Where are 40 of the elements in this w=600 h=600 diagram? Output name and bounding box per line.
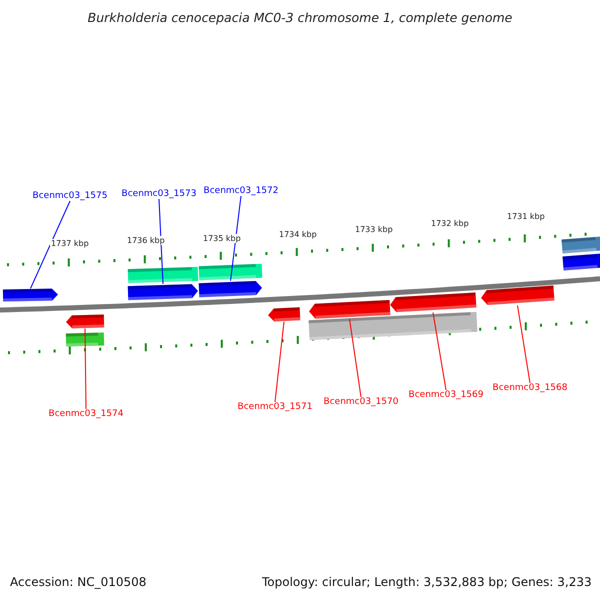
gene-label: Bcenmc03_1573	[122, 189, 196, 199]
gene-label: Bcenmc03_1572	[204, 186, 278, 196]
gene-feature	[309, 300, 390, 319]
leader-line	[30, 200, 70, 289]
gene-block	[562, 236, 600, 254]
gene-feature	[481, 286, 554, 306]
gene-label: Bcenmc03_1569	[408, 390, 484, 400]
leader-line	[274, 321, 284, 402]
gene-label: Bcenmc03_1574	[48, 409, 124, 419]
gene-feature	[66, 314, 104, 328]
gene-feature	[128, 284, 198, 300]
footer-text: Topology: circular; Length: 3,532,883 bp; Genes: 3,233	[262, 575, 592, 589]
gene-feature	[198, 281, 262, 298]
leader-line	[158, 198, 164, 284]
footer-text: Accession: NC_010508	[10, 575, 146, 589]
gene-label: Bcenmc03_1568	[492, 383, 568, 393]
leader-line	[230, 196, 242, 282]
scale-label: 1736 kbp	[126, 236, 166, 245]
gene-label: Bcenmc03_1575	[32, 191, 108, 201]
gene-feature	[2, 288, 58, 302]
leader-line	[432, 312, 446, 390]
leader-line	[84, 328, 86, 410]
scale-label: 1734 kbp	[278, 230, 318, 239]
gene-block	[198, 264, 262, 280]
gene-label: Bcenmc03_1571	[238, 402, 312, 412]
gene-bar	[308, 312, 478, 340]
leader-line	[517, 304, 530, 384]
gene-label: Bcenmc03_1570	[324, 397, 398, 407]
gene-feature	[268, 307, 300, 322]
gene-block	[562, 254, 600, 270]
gene-block	[66, 332, 104, 346]
title: Burkholderia cenocepacia MC0-3 chromosome 1, complete genome	[86, 10, 514, 25]
scale-label: 1735 kbp	[202, 234, 242, 243]
leader-line	[349, 318, 362, 398]
scale-label: 1733 kbp	[354, 225, 394, 234]
scale-label: 1732 kbp	[430, 219, 470, 228]
gene-feature	[390, 292, 476, 312]
scale-label: 1737 kbp	[50, 239, 90, 248]
gene-block	[128, 266, 198, 284]
scale-label: 1731 kbp	[506, 212, 546, 221]
